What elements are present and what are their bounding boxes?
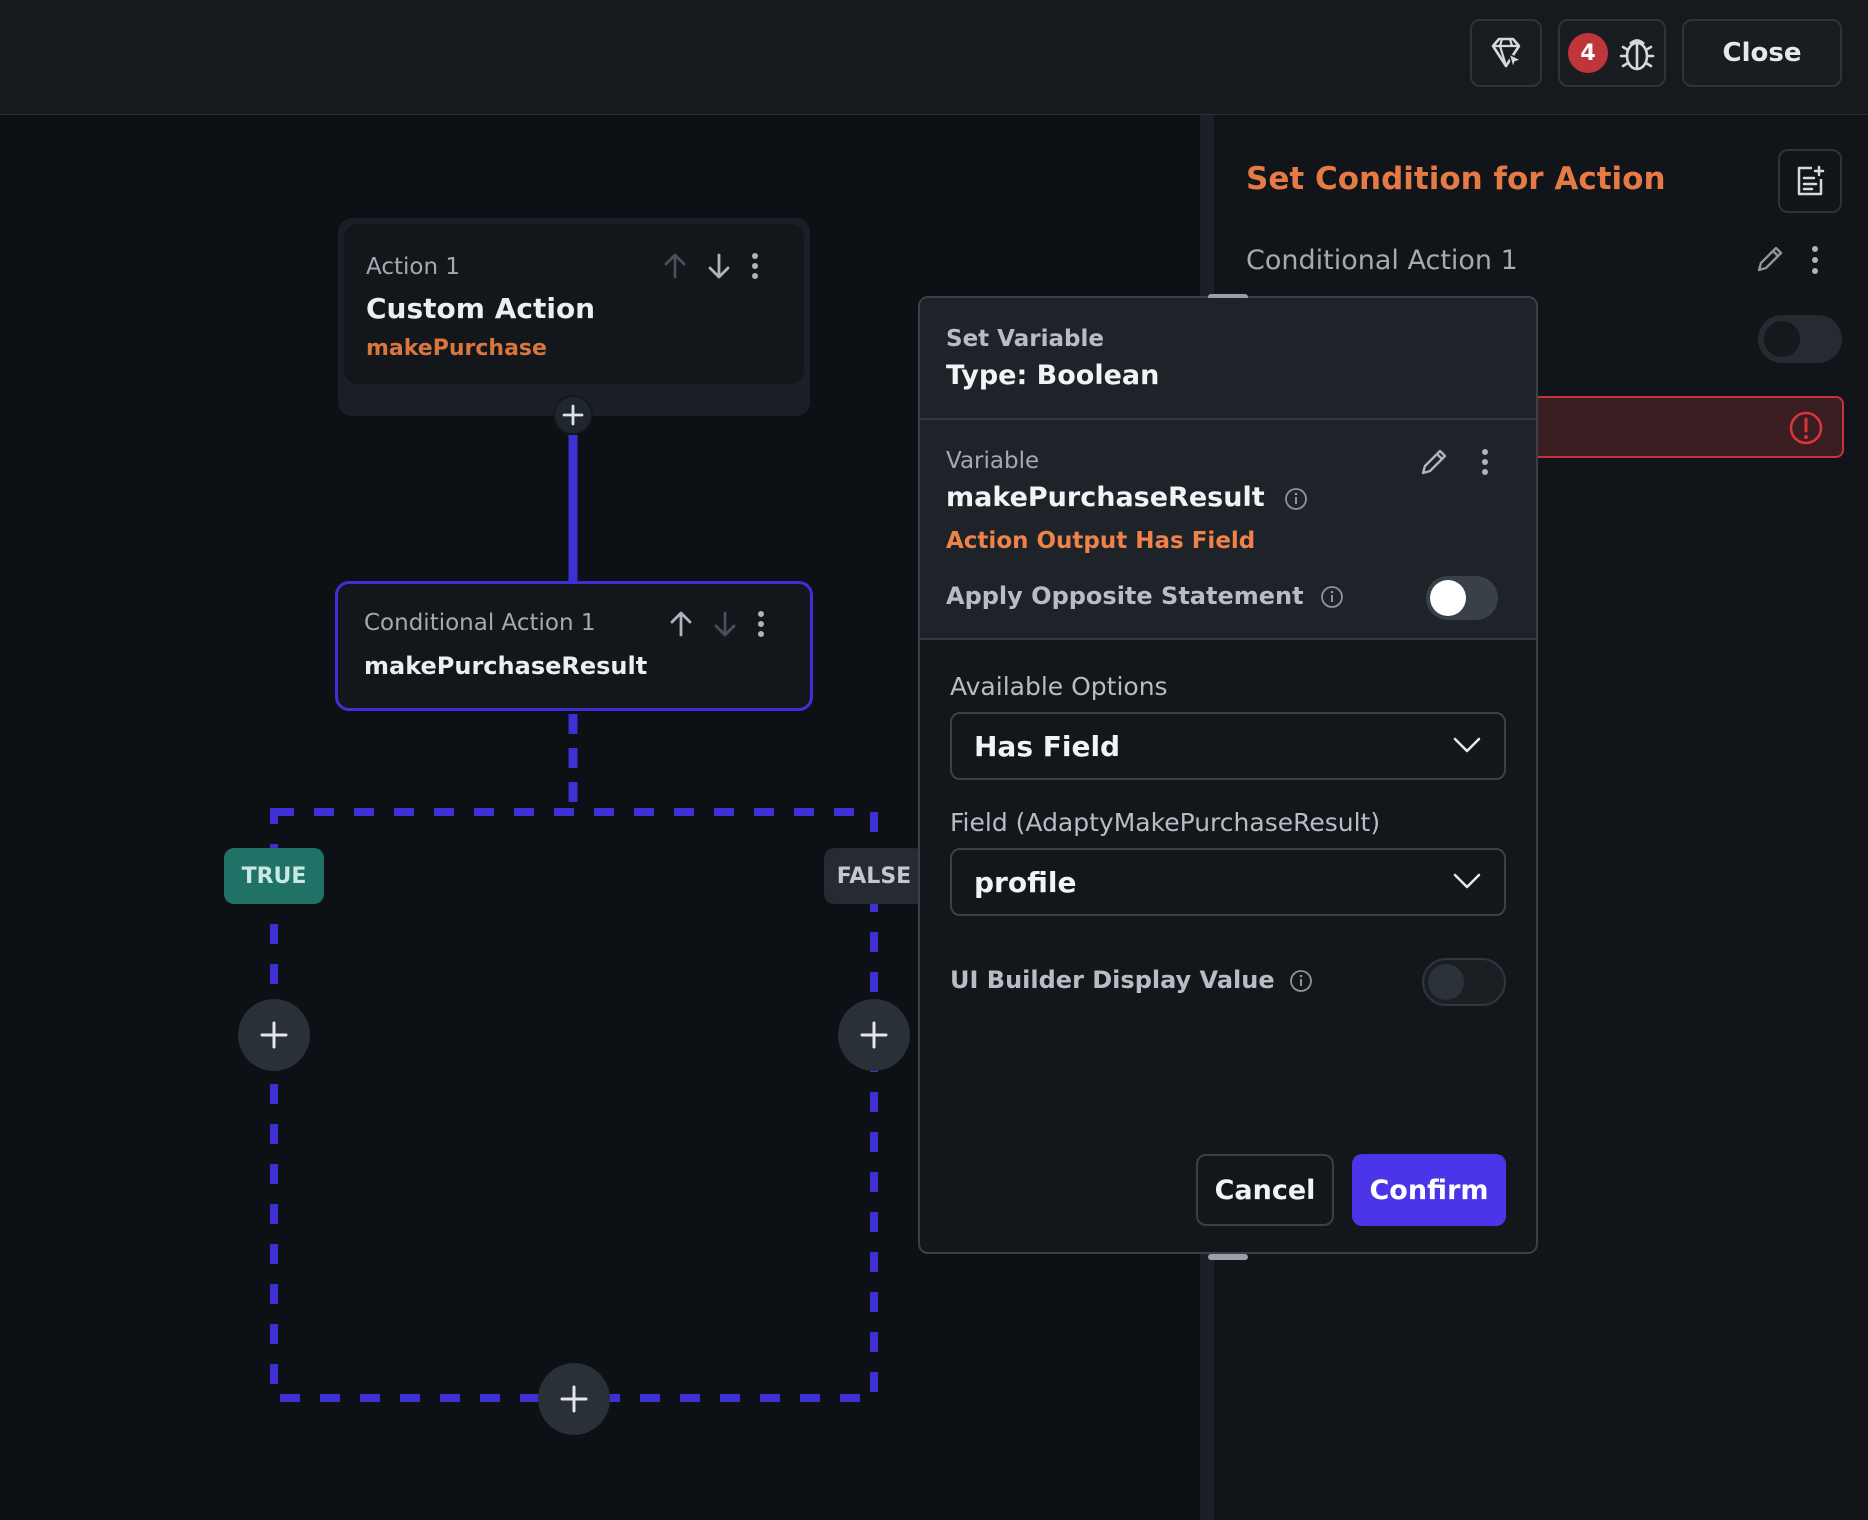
plus-icon — [860, 1021, 888, 1049]
action1-label: Action 1 — [366, 254, 460, 280]
resize-handle-bottom[interactable] — [1208, 1254, 1248, 1260]
action1-controls — [662, 252, 760, 280]
flow-canvas: Action 1 Custom Action makePurchase Cond… — [0, 115, 1200, 1520]
arrow-up-icon[interactable] — [668, 610, 694, 638]
error-count-badge: 4 — [1568, 33, 1608, 73]
conditional-action-title: makePurchaseResult — [364, 652, 648, 680]
popup-type-label: Type: Boolean — [946, 360, 1160, 391]
pencil-icon[interactable] — [1418, 446, 1450, 478]
gem-cursor-icon — [1491, 37, 1523, 71]
popup-header-label: Set Variable — [946, 326, 1104, 352]
top-bar: 4 Close — [0, 0, 1868, 115]
toggle-knob — [1430, 580, 1466, 616]
more-vertical-icon[interactable] — [756, 610, 766, 638]
chevron-down-icon — [1453, 737, 1481, 753]
plus-icon — [560, 1385, 588, 1413]
info-icon[interactable] — [1289, 969, 1313, 993]
action1-subtitle: makePurchase — [366, 336, 547, 361]
variable-label: Variable — [946, 448, 1040, 474]
add-next-action-button[interactable] — [538, 1363, 610, 1435]
info-icon[interactable] — [1284, 487, 1308, 511]
field-dropdown[interactable]: profile — [950, 848, 1506, 916]
pencil-icon[interactable] — [1754, 243, 1786, 275]
more-vertical-icon[interactable] — [750, 252, 760, 280]
resize-handle-top[interactable] — [1208, 294, 1248, 300]
arrow-down-icon[interactable] — [706, 252, 732, 280]
ui-builder-display-text: UI Builder Display Value — [950, 966, 1275, 994]
conditional-controls — [668, 610, 766, 638]
panel-toggle[interactable] — [1758, 315, 1842, 363]
available-options-dropdown[interactable]: Has Field — [950, 712, 1506, 780]
action1-title: Custom Action — [366, 292, 596, 325]
plus-icon — [260, 1021, 288, 1049]
panel-title: Set Condition for Action — [1246, 161, 1666, 197]
conditional-action-card[interactable]: Conditional Action 1 makePurchaseResult — [335, 581, 813, 711]
available-options-label: Available Options — [950, 672, 1168, 701]
available-options-value: Has Field — [974, 730, 1121, 763]
false-branch-badge: FALSE — [824, 848, 924, 904]
ui-builder-display-label: UI Builder Display Value — [950, 966, 1313, 994]
apply-opposite-toggle[interactable] — [1426, 576, 1498, 620]
alert-circle-icon — [1789, 411, 1823, 445]
variable-source: Action Output Has Field — [946, 528, 1256, 554]
info-icon[interactable] — [1320, 585, 1344, 609]
confirm-button[interactable]: Confirm — [1352, 1154, 1506, 1226]
apply-opposite-label: Apply Opposite Statement — [946, 582, 1344, 610]
add-action-button[interactable] — [553, 395, 593, 435]
gem-button[interactable] — [1470, 19, 1542, 87]
more-vertical-icon[interactable] — [1810, 245, 1820, 275]
variable-name: makePurchaseResult — [946, 482, 1308, 513]
toggle-knob — [1428, 964, 1464, 1000]
more-vertical-icon[interactable] — [1480, 448, 1490, 476]
condition-error-box[interactable] — [1514, 396, 1844, 458]
field-value: profile — [974, 866, 1077, 899]
debug-button[interactable]: 4 — [1558, 19, 1666, 87]
close-button[interactable]: Close — [1682, 19, 1842, 87]
add-false-action-button[interactable] — [838, 999, 910, 1071]
bug-icon — [1619, 39, 1655, 71]
add-true-action-button[interactable] — [238, 999, 310, 1071]
arrow-down-icon[interactable] — [712, 610, 738, 638]
set-variable-popup: Set Variable Type: Boolean Variable make… — [918, 294, 1538, 1260]
arrow-up-icon[interactable] — [662, 252, 688, 280]
notes-add-icon — [1797, 165, 1825, 196]
cancel-button[interactable]: Cancel — [1196, 1154, 1334, 1226]
ui-builder-display-toggle[interactable] — [1422, 958, 1506, 1006]
variable-section: Variable makePurchaseResult Action Outpu… — [920, 420, 1536, 640]
plus-icon — [562, 404, 584, 426]
field-label: Field (AdaptyMakePurchaseResult) — [950, 808, 1381, 837]
true-branch-badge: TRUE — [224, 848, 324, 904]
action1-card[interactable]: Action 1 Custom Action makePurchase — [344, 224, 804, 384]
conditional-action-label: Conditional Action 1 — [364, 610, 596, 636]
toggle-knob — [1764, 321, 1800, 357]
chevron-down-icon — [1453, 873, 1481, 889]
panel-conditional-label: Conditional Action 1 — [1246, 245, 1518, 276]
popup-header: Set Variable Type: Boolean — [920, 298, 1536, 420]
variable-name-text: makePurchaseResult — [946, 482, 1265, 513]
panel-notes-button[interactable] — [1778, 149, 1842, 213]
apply-opposite-text: Apply Opposite Statement — [946, 582, 1304, 610]
